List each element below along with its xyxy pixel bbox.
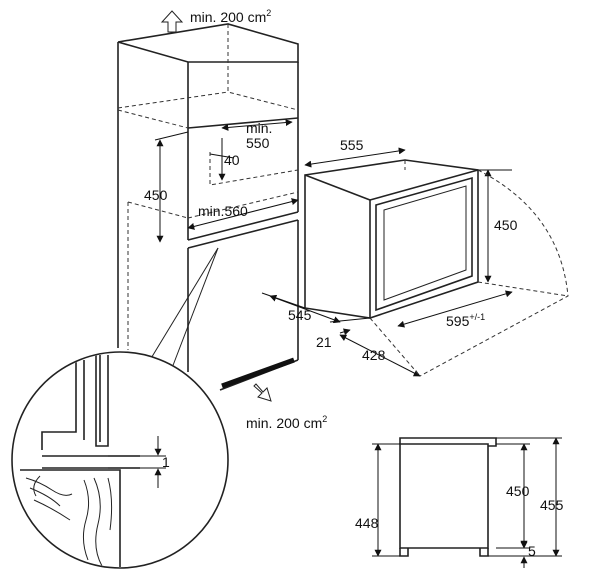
vent-bottom-arrow-icon bbox=[253, 383, 272, 402]
niche-gap-40-label: 40 bbox=[224, 152, 240, 168]
door-swing-arc bbox=[369, 169, 569, 377]
door-depth-dimension: 428 bbox=[339, 334, 421, 377]
appliance-front-21-dimension: 21 bbox=[316, 317, 371, 350]
niche-depth-min-label: min. bbox=[246, 120, 272, 136]
appliance-height-label: 450 bbox=[494, 217, 518, 233]
detail-circle bbox=[11, 351, 229, 569]
appliance bbox=[304, 159, 479, 319]
niche-width-dimension: min.560 bbox=[187, 198, 299, 230]
appliance-depth-label: 545 bbox=[288, 307, 312, 323]
vent-bottom-label: min. 200 cm2 bbox=[246, 414, 327, 431]
cabinet bbox=[117, 23, 299, 391]
niche-gap-40-dimension: 40 bbox=[209, 138, 240, 181]
vent-top-label: min. 200 cm2 bbox=[190, 8, 271, 25]
appliance-depth-dimension: 545 bbox=[261, 292, 341, 324]
niche-height-label: 450 bbox=[144, 187, 168, 203]
appliance-width-label: 555 bbox=[340, 137, 364, 153]
side-gap5-dimension: 5 bbox=[520, 538, 536, 568]
niche-depth-dimension: min. 550 bbox=[221, 119, 293, 151]
side-h450-label: 450 bbox=[506, 483, 530, 499]
appliance-height-dimension: 450 bbox=[478, 169, 518, 283]
appliance-front-21-label: 21 bbox=[316, 334, 332, 350]
side-view bbox=[399, 437, 497, 557]
door-open-dimension: 595+/-1 bbox=[397, 290, 513, 329]
niche-height-dimension: 450 bbox=[144, 131, 189, 243]
side-gap5-label: 5 bbox=[528, 543, 536, 559]
side-h455-dimension: 455 bbox=[488, 437, 564, 557]
appliance-width-dimension: 555 bbox=[304, 137, 406, 168]
vent-top-arrow-icon bbox=[160, 10, 184, 33]
niche-width-label: min.560 bbox=[198, 203, 248, 219]
side-h450-dimension: 450 bbox=[496, 443, 530, 549]
door-open-label: 595+/-1 bbox=[446, 312, 485, 329]
niche-depth-value-label: 550 bbox=[246, 135, 270, 151]
detail-callout-lines bbox=[149, 247, 219, 369]
side-h455-label: 455 bbox=[540, 497, 564, 513]
door-depth-label: 428 bbox=[362, 347, 386, 363]
detail-gap-label: 1 bbox=[162, 454, 170, 470]
side-h448-label: 448 bbox=[355, 515, 379, 531]
detail-gap-dimension: 1 bbox=[108, 436, 170, 488]
side-h448-dimension: 448 bbox=[355, 443, 400, 557]
